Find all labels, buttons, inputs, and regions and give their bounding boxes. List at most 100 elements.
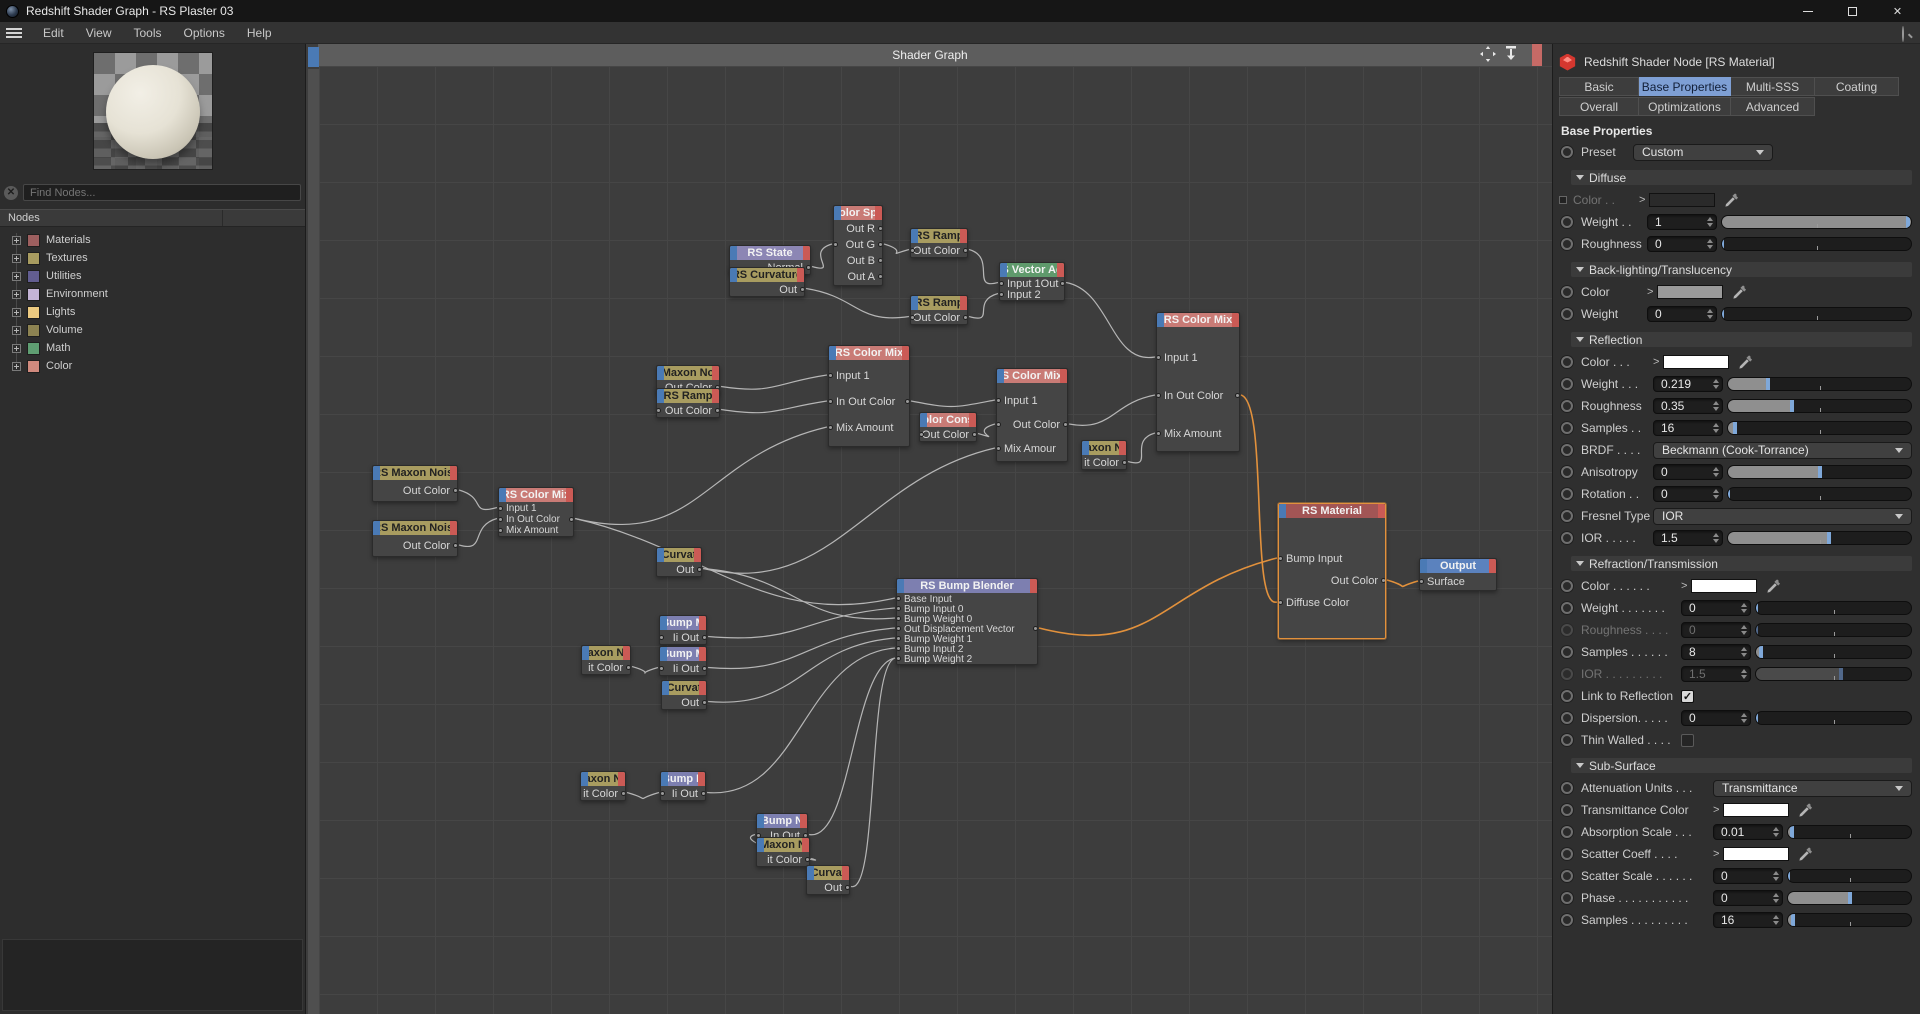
attenuation-units-dropdown[interactable]: Transmittance [1713,779,1912,797]
slider-handle[interactable] [1826,532,1831,544]
collapse-icon[interactable] [1576,337,1584,342]
expand-icon[interactable] [12,307,21,317]
dock-pin-icon[interactable] [1504,46,1518,62]
output-port[interactable] [715,407,719,413]
search-icon[interactable] [1902,26,1913,42]
roughness-slider[interactable] [1721,237,1912,251]
hamburger-icon[interactable] [6,27,22,38]
spinner-arrows-icon[interactable] [1709,489,1719,499]
eyedropper-icon[interactable] [1766,579,1781,594]
slider-handle[interactable] [1817,466,1822,478]
tab-base-properties[interactable]: Base Properties [1639,77,1731,96]
output-port[interactable] [800,286,804,292]
animation-knob-icon[interactable] [1561,532,1573,544]
preset-dropdown[interactable]: Custom [1633,143,1773,161]
section-back-lighting-translucency[interactable]: Back-lighting/Translucency [1571,262,1912,277]
output-port[interactable] [878,274,882,279]
slider-handle[interactable] [1906,216,1911,228]
weight-slider[interactable] [1721,215,1912,229]
output-port[interactable] [569,516,573,522]
output-port[interactable] [453,488,457,493]
anisotropy-slider[interactable] [1727,465,1912,479]
slider-handle[interactable] [1789,826,1794,838]
slider-handle[interactable] [1722,238,1724,250]
output-port[interactable] [805,856,809,862]
input-port[interactable] [499,527,503,533]
input-port[interactable] [897,626,901,631]
spinner-arrows-icon[interactable] [1709,379,1719,389]
output-port[interactable] [1235,393,1239,398]
animation-knob-icon[interactable] [1561,914,1573,926]
tab-advanced[interactable]: Advanced [1731,97,1815,116]
tab-optimizations[interactable]: Optimizations [1639,97,1731,116]
spinner-arrows-icon[interactable] [1737,625,1747,635]
output-port[interactable] [702,699,706,705]
weight-value-input[interactable]: 0 [1647,306,1717,322]
input-port[interactable] [897,616,901,621]
spinner-arrows-icon[interactable] [1737,603,1747,613]
animation-knob-icon[interactable] [1561,892,1573,904]
input-port[interactable] [499,516,503,522]
link-arrow-icon[interactable]: > [1681,580,1688,592]
animation-knob-icon[interactable] [1561,580,1573,592]
animation-knob-icon[interactable] [1561,356,1573,368]
spinner-arrows-icon[interactable] [1709,423,1719,433]
preset-knob-icon[interactable] [1561,146,1573,158]
link-arrow-icon[interactable]: > [1713,804,1720,816]
sidebar-item-volume[interactable]: Volume [12,321,305,339]
animation-knob-icon[interactable] [1561,690,1573,702]
transmittance-color-swatch[interactable] [1723,803,1790,817]
eyedropper-icon[interactable] [1798,847,1813,862]
samples-slider[interactable] [1727,421,1912,435]
thin-walled-checkbox[interactable] [1681,733,1694,747]
animation-knob-icon[interactable] [1561,668,1573,680]
expand-icon[interactable] [12,343,21,353]
weight-slider[interactable] [1755,601,1912,615]
collapse-icon[interactable] [1576,763,1584,768]
input-port[interactable] [897,596,901,601]
animation-knob-icon[interactable] [1561,734,1573,746]
slider-handle[interactable] [1756,712,1758,724]
output-port[interactable] [453,543,457,548]
expand-icon[interactable] [12,253,21,263]
output-port[interactable] [1060,280,1064,286]
output-port[interactable] [697,566,701,572]
animation-knob-icon[interactable] [1561,238,1573,250]
menu-edit[interactable]: Edit [43,25,64,40]
maximize-button[interactable] [1830,0,1875,22]
input-port[interactable] [1279,556,1283,561]
anisotropy-value-input[interactable]: 0 [1653,464,1723,480]
graph-header[interactable]: Shader Graph [318,44,1542,66]
ior-slider[interactable] [1727,531,1912,545]
section-diffuse[interactable]: Diffuse [1571,170,1912,185]
input-port[interactable] [920,431,924,437]
input-port[interactable] [1157,431,1161,436]
menu-view[interactable]: View [85,25,112,40]
sidebar-item-environment[interactable]: Environment [12,285,305,303]
dispersion-value-input[interactable]: 0 [1681,710,1751,726]
input-port[interactable] [1157,355,1161,360]
expand-icon[interactable] [12,289,21,299]
input-port[interactable] [660,634,664,640]
roughness-value-input[interactable]: 0 [1647,236,1717,252]
sidebar-item-textures[interactable]: Textures [12,249,305,267]
move-view-icon[interactable] [1480,46,1496,62]
input-port[interactable] [1279,600,1283,605]
ior-value-input[interactable]: 1.5 [1681,666,1751,682]
animation-knob-icon[interactable] [1561,422,1573,434]
animation-knob-icon[interactable] [1561,870,1573,882]
slider-handle[interactable] [1728,488,1730,500]
animation-knob-icon[interactable] [1561,444,1573,456]
animation-knob-icon[interactable] [1561,848,1573,860]
sidebar-item-lights[interactable]: Lights [12,303,305,321]
spinner-arrows-icon[interactable] [1703,217,1713,227]
